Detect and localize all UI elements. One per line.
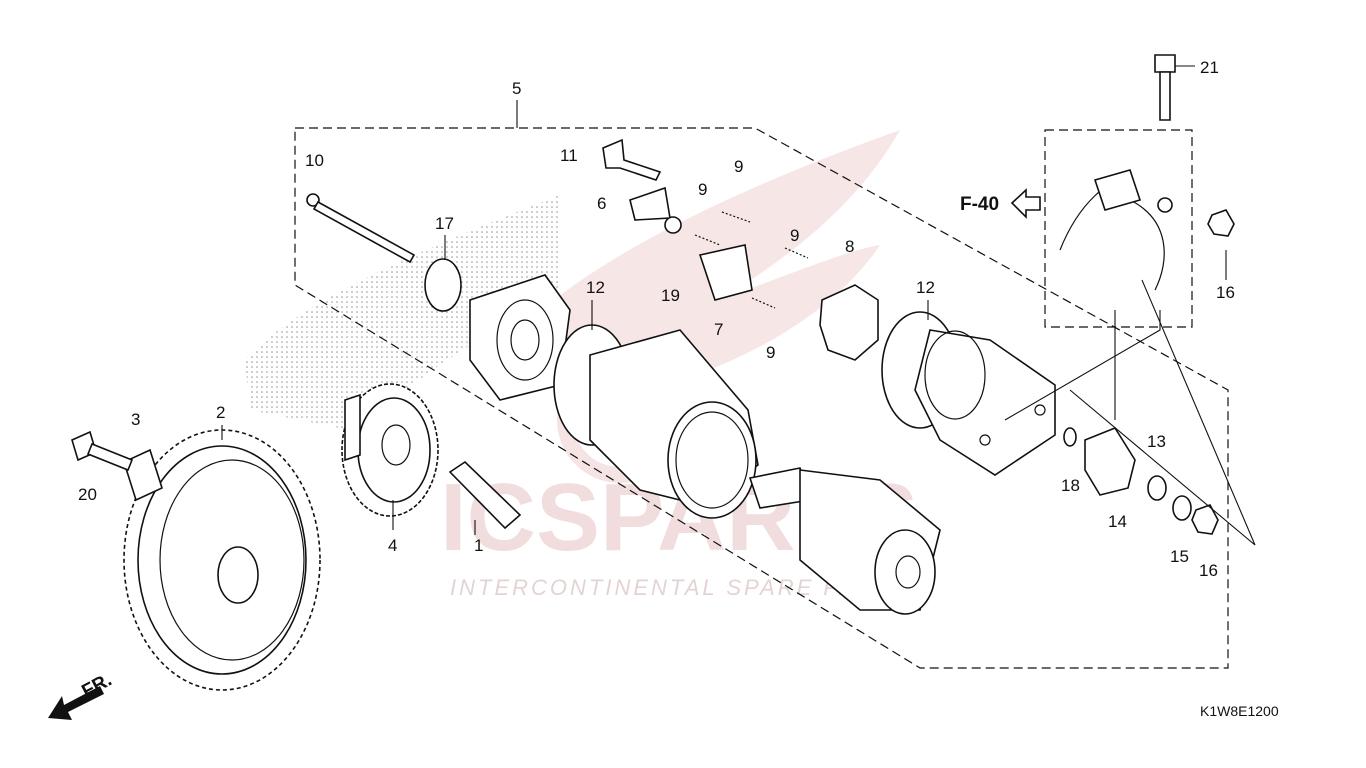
starter-armature <box>748 467 941 615</box>
callout-6[interactable]: 6 <box>597 194 606 213</box>
callout-20[interactable]: 20 <box>78 485 97 504</box>
engine-case-shading <box>245 195 560 430</box>
part-19-screw <box>664 216 682 234</box>
callout-1[interactable]: 1 <box>474 536 483 555</box>
reference-arrow[interactable]: F-40 <box>960 188 1041 219</box>
starter-assembly-boundary <box>294 127 1229 669</box>
front-direction-indicator: FR. <box>48 670 115 720</box>
callout-8[interactable]: 8 <box>845 237 854 256</box>
callout-9-right[interactable]: 9 <box>790 226 799 245</box>
part-2-starter-driven-gear <box>123 429 321 691</box>
callout-21[interactable]: 21 <box>1200 58 1219 77</box>
left-arrow-icon <box>1010 188 1041 219</box>
part-11-screw <box>602 138 662 181</box>
callout-12-right[interactable]: 12 <box>916 278 935 297</box>
part-16-nut-lower <box>1191 504 1219 535</box>
reference-label: F-40 <box>960 194 999 215</box>
part-9-spring-d <box>751 297 776 309</box>
leader-lines <box>221 65 1256 546</box>
part-16-nut-upper <box>1207 209 1235 237</box>
part-13-washer <box>1147 475 1167 501</box>
callout-14[interactable]: 14 <box>1108 512 1127 531</box>
starter-motor-yoke <box>589 329 759 519</box>
part-4-reduction-gear <box>341 383 439 517</box>
part-17-o-ring <box>424 258 462 312</box>
part-3-plate <box>123 448 163 502</box>
callout-9-top[interactable]: 9 <box>734 157 743 176</box>
part-7-brush-terminal <box>698 244 753 301</box>
callout-3[interactable]: 3 <box>131 410 140 429</box>
callout-17[interactable]: 17 <box>435 214 454 233</box>
part-10-long-bolt <box>306 193 416 264</box>
part-1-shaft <box>448 460 522 530</box>
diagram-code: K1W8E1200 <box>1200 703 1279 719</box>
part-9-spring-a <box>721 211 751 223</box>
callout-16-upper[interactable]: 16 <box>1216 283 1235 302</box>
part-8-brush-holder <box>819 284 879 361</box>
callout-16-lower[interactable]: 16 <box>1199 561 1218 580</box>
starter-rear-cover <box>914 329 1056 476</box>
callout-18[interactable]: 18 <box>1061 476 1080 495</box>
part-9-spring-c <box>784 247 809 259</box>
callout-9-bottom[interactable]: 9 <box>766 343 775 362</box>
callout-9-left[interactable]: 9 <box>698 180 707 199</box>
callout-19[interactable]: 19 <box>661 286 680 305</box>
callout-labels: 1 2 3 4 5 6 7 8 9 9 9 9 10 11 12 12 13 1… <box>78 58 1235 580</box>
part-6-brush-terminal <box>629 186 671 221</box>
callout-15[interactable]: 15 <box>1170 547 1189 566</box>
callout-2[interactable]: 2 <box>216 403 225 422</box>
callout-7[interactable]: 7 <box>714 320 723 339</box>
cable-detail-boundary <box>1044 129 1193 328</box>
front-arrow-icon <box>48 686 104 720</box>
callout-4[interactable]: 4 <box>388 536 397 555</box>
callout-10[interactable]: 10 <box>305 151 324 170</box>
callout-11[interactable]: 11 <box>560 146 578 165</box>
callout-12-left[interactable]: 12 <box>586 278 605 297</box>
part-20-bolt <box>71 430 134 472</box>
callout-13[interactable]: 13 <box>1147 432 1166 451</box>
callout-5[interactable]: 5 <box>512 79 521 98</box>
part-9-spring-b <box>694 234 721 246</box>
part-21-bolt <box>1154 54 1176 121</box>
part-15-washer <box>1172 495 1192 521</box>
part-18-washer <box>1063 427 1077 447</box>
starter-cable-detail <box>1059 169 1173 291</box>
